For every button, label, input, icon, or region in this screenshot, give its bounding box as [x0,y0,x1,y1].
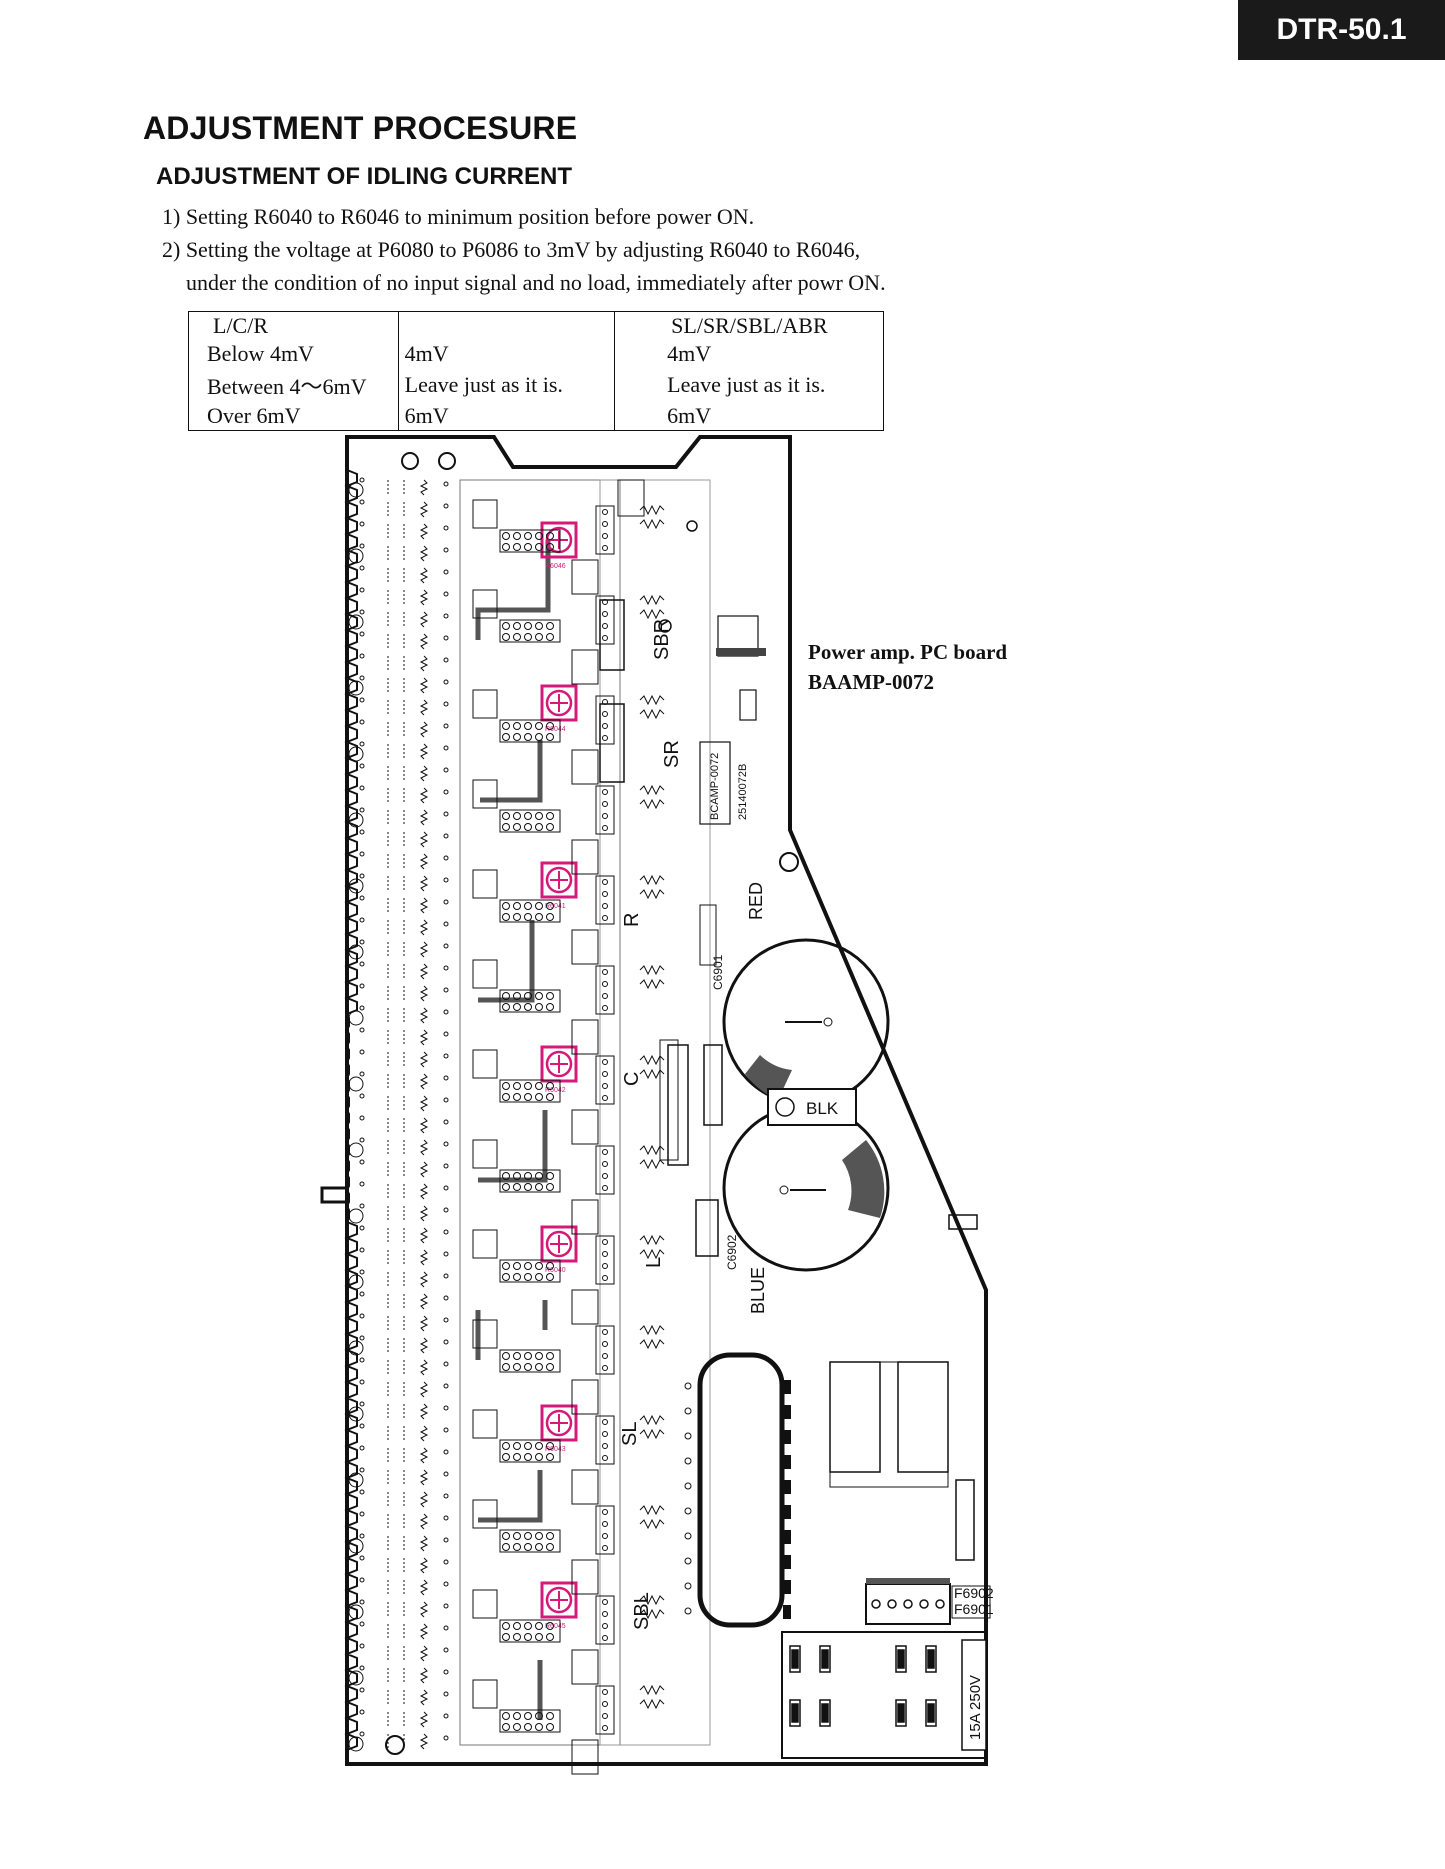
mounting-hole [401,452,419,470]
step-2: 2) Setting the voltage at P6080 to P6086… [162,237,861,262]
trim-pot-label: R6040 [545,1267,566,1274]
table-header-cell: SL/SR/SBL/ABR [614,311,884,340]
table-header-cell [397,311,616,340]
fuse-label: F6901 [954,1601,994,1617]
trim-pot-label: R6042 [545,1087,566,1094]
table-row: Below 4mV 4mV 4mV [188,340,884,368]
channel-label-r: R [621,913,643,927]
trim-pot-r6044: R6044 [540,684,578,733]
table-cell: 6mV [397,402,616,431]
table-header-row: L/C/R SL/SR/SBL/ABR [188,311,884,340]
rectifier-outline [697,1352,785,1628]
channel-label-c: C [621,1072,643,1086]
mounting-hole [438,452,456,470]
board-name: Power amp. PC board [808,640,1008,664]
filter-capacitor-c6902 [722,1104,890,1272]
trim-pot-r6041: R6041 [540,861,578,910]
filter-capacitor-c6901 [722,938,890,1106]
step-2-continued: under the condition of no input signal a… [186,270,886,295]
model-badge: DTR-50.1 [1238,0,1445,60]
channel-label-sbr: SBR [651,619,673,660]
wire-label-blue: BLUE [748,1267,768,1314]
channel-label-sl: SL [619,1422,641,1446]
heatsink-edge [320,469,358,1751]
table-cell: Leave just as it is. [397,368,616,402]
wiring-harness [475,540,551,1720]
table-row: Over 6mV 6mV 6mV [188,402,884,431]
capacitor-label: C6901 [711,954,725,990]
pcb-number: 25140072B [737,764,749,820]
table-cell: Between 4～6mV [188,368,399,402]
adjustment-table: L/C/R SL/SR/SBL/ABR Below 4mV 4mV 4mV Be… [188,311,884,431]
channel-label-sr: SR [661,740,683,768]
channel-label-l: L [643,1257,665,1268]
trim-pot-r6042: R6042 [540,1045,578,1094]
page-title: ADJUSTMENT PROCESURE [143,110,578,146]
board-label: Power amp. PC board BAAMP-0072 [808,637,1007,697]
trim-pot-label: R6043 [545,1446,566,1453]
table-row: Between 4～6mV Leave just as it is. Leave… [188,368,884,402]
mounting-hole [385,1735,405,1755]
mounting-hole [779,852,799,872]
fuse-label: F6902 [954,1585,994,1601]
table-cell: 4mV [614,340,884,368]
fuse-rating: 15A 250V [967,1675,984,1740]
trim-pot-r6040: R6040 [540,1225,578,1274]
table-cell: 6mV [614,402,884,431]
trim-pot-label: R6044 [545,726,566,733]
trim-pot-label: R6045 [545,1623,566,1630]
table-cell: Below 4mV [188,340,399,368]
wire-label-red: RED [746,882,766,920]
board-model: BAAMP-0072 [808,670,934,694]
capacitor-label: C6902 [725,1234,739,1270]
table-header-cell: L/C/R [188,311,399,340]
trim-pot-label: R6041 [545,903,566,910]
trim-pot-r6045: R6045 [540,1581,578,1630]
trim-pot-label: R6046 [545,563,566,570]
channel-label-sbl: SBL [631,1592,653,1630]
step-1: 1) Setting R6040 to R6046 to minimum pos… [162,204,755,229]
channel-labels: SBR SR R C L SL SBL [619,619,683,1630]
section-title: ADJUSTMENT OF IDLING CURRENT [156,163,572,190]
table-cell: 4mV [397,340,616,368]
trim-pot-r6043: R6043 [540,1404,578,1453]
wire-label-blk: BLK [806,1099,839,1118]
table-cell: Leave just as it is. [614,368,884,402]
table-cell: Over 6mV [188,402,399,431]
pcb-code: BCAMP-0072 [709,753,721,820]
